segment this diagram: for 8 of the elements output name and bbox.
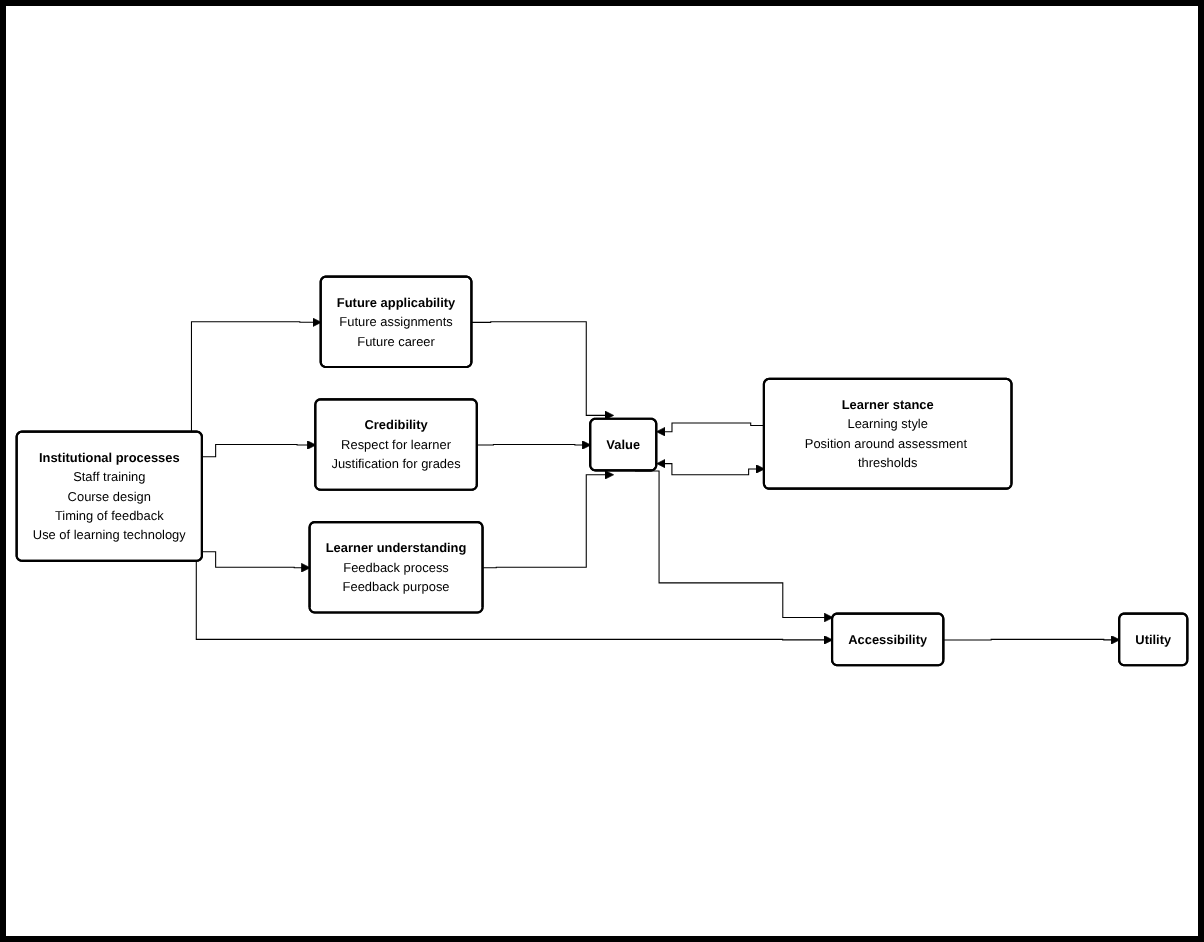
arrow xyxy=(471,321,614,421)
arrow xyxy=(476,440,592,450)
arrow xyxy=(201,551,311,573)
arrow xyxy=(943,635,1121,645)
arrow xyxy=(482,470,614,569)
arrow xyxy=(201,440,317,458)
arrow xyxy=(656,422,765,437)
arrow xyxy=(656,458,765,476)
